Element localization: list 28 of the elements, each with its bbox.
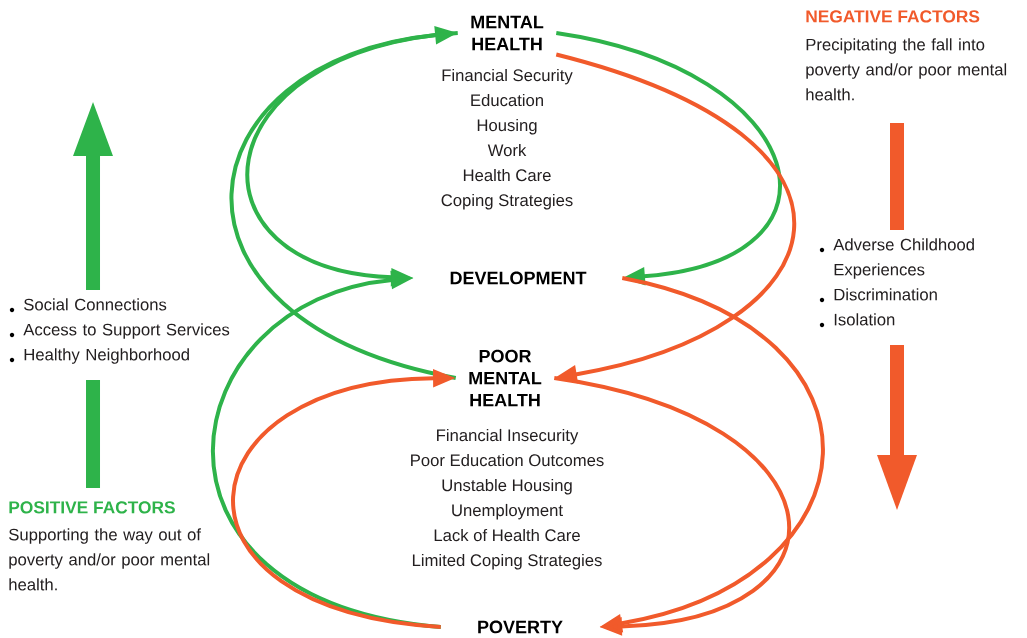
factor-item: Limited Coping Strategies [412, 553, 602, 570]
bullet-item: Social Connections [9, 298, 167, 313]
node-label: POOR MENTAL HEALTH [469, 349, 542, 407]
factor-item: Unstable Housing [442, 478, 572, 495]
factor-item: Education [471, 93, 543, 107]
factor-item: Unemployment [452, 503, 563, 520]
factor-item: Lack of Health Care [434, 528, 580, 542]
factor-item: Poor Education Outcomes [411, 453, 604, 467]
factor-item: Work [487, 143, 527, 157]
factor-item: Health Care [463, 168, 551, 182]
factor-heading: NEGATIVE FACTORS [806, 10, 980, 23]
bullet-item: Discrimination [819, 288, 937, 303]
arrow [553, 376, 790, 636]
factor-heading: POSITIVE FACTORS [9, 501, 175, 514]
bullet-item: Isolation [819, 313, 895, 328]
factor-item: Coping Strategies [441, 193, 573, 210]
node-label: MENTAL HEALTH [471, 15, 544, 51]
description: Precipitating the fall into poverty and/or poor mental health. [806, 38, 1007, 101]
arrow [555, 31, 782, 286]
factor-item: Financial Security [442, 68, 573, 85]
bullet-item: Healthy Neighborhood [9, 348, 189, 364]
node-label: DEVELOPMENT [450, 271, 587, 285]
bullet-item: Adverse Childhood Experiences [819, 238, 974, 279]
factor-item: Housing [477, 118, 537, 135]
bullet-item: Access to Support Services [9, 323, 230, 339]
node-label: POVERTY [478, 620, 563, 634]
description: Supporting the way out of poverty and/or poor mental health. [9, 528, 210, 591]
factor-item: Financial Insecurity [437, 428, 579, 445]
